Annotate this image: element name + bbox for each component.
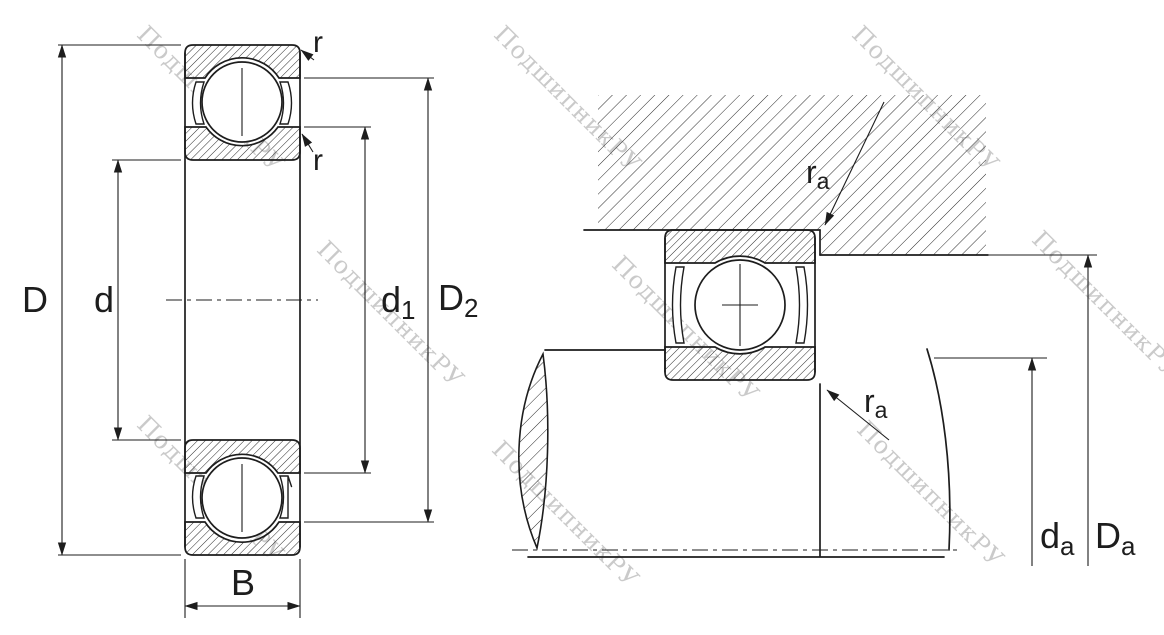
seal-top-left — [191, 81, 205, 125]
dim-label-ra-top: ra — [806, 154, 830, 194]
leader-ra-bottom — [826, 389, 890, 441]
dim-label-Da: Da — [1095, 515, 1136, 561]
left-view-bearing-section: D d d1 D2 B r r — [22, 26, 478, 618]
housing-section-hatch — [598, 95, 986, 255]
dim-label-da: da — [1040, 515, 1075, 561]
dim-label-d1: d1 — [381, 279, 416, 325]
mounted-seal-left — [671, 266, 685, 344]
leader-ra-top — [824, 101, 885, 226]
seal-bottom-left — [191, 475, 205, 519]
watermark-text: ПодшипникРУ — [1026, 225, 1164, 383]
dim-label-B: B — [231, 562, 255, 603]
dim-label-ra-bottom: ra — [864, 383, 888, 423]
mounted-seal-right — [795, 266, 809, 344]
shaft-break-section — [518, 351, 549, 551]
dim-label-r-inner: r — [313, 144, 323, 177]
dim-label-d: d — [94, 279, 114, 320]
seal-bottom-right — [279, 475, 293, 519]
dim-label-D2: D2 — [438, 277, 478, 323]
watermark-text: ПодшипникРУ — [486, 435, 644, 593]
mounted-inner-ring-section — [664, 346, 816, 381]
dim-label-D: D — [22, 279, 48, 320]
dim-label-r-outer: r — [313, 26, 323, 59]
leader-r-inner — [301, 133, 314, 153]
right-view-mounting-section: ra ra da Da — [512, 95, 1136, 566]
mounted-outer-ring-section — [664, 229, 816, 264]
leader-r-outer — [300, 49, 315, 61]
shaft-profile-curve — [926, 348, 951, 551]
seal-top-right — [279, 81, 293, 125]
